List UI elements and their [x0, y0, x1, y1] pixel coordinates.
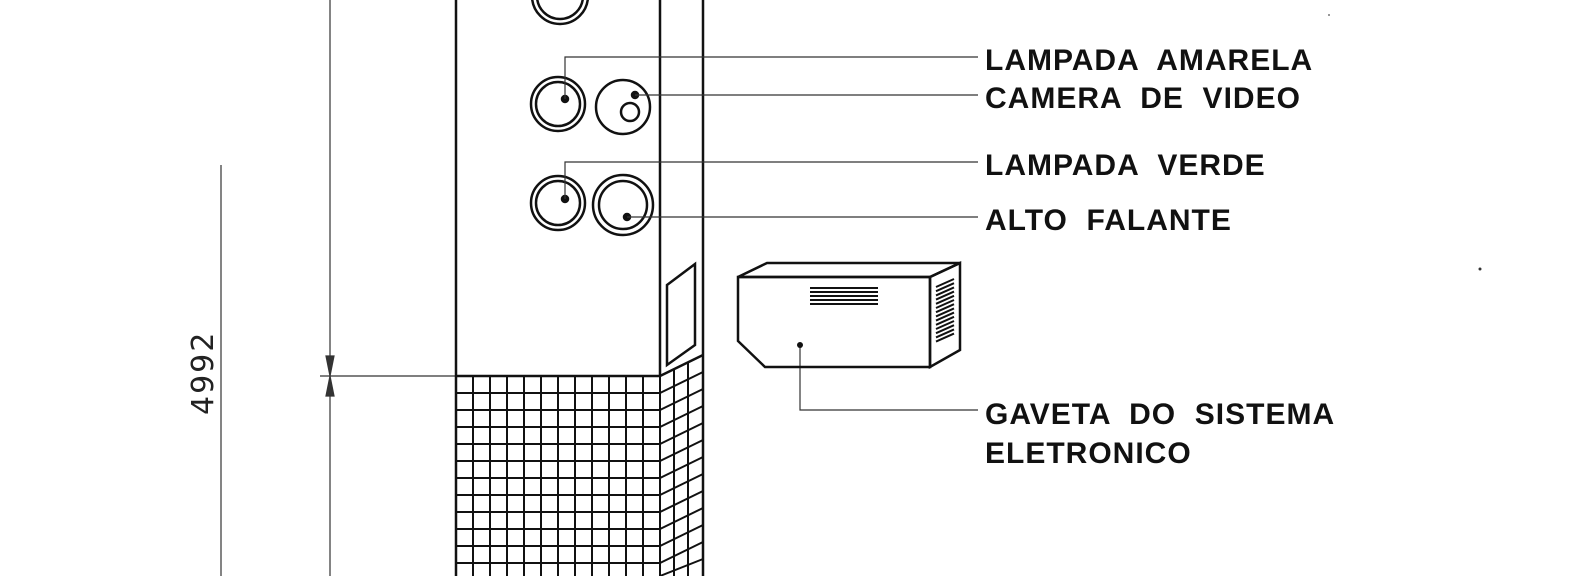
label-alto-falante: ALTO FALANTE — [985, 204, 1232, 237]
tile-grid-line — [659, 558, 704, 576]
tile-grid-line — [659, 524, 704, 547]
vent-slat — [935, 299, 955, 309]
vent-slat — [935, 278, 955, 288]
dimension-label: 4992 — [186, 331, 221, 415]
drawer-top-vent — [810, 287, 878, 305]
vent-slat — [935, 294, 955, 305]
tile-grid-line — [659, 371, 704, 394]
label-lampada-amarela: LAMPADA AMARELA — [985, 44, 1313, 77]
vent-slat — [935, 307, 955, 318]
vent-slat — [935, 311, 955, 322]
tile-grid-line — [659, 456, 704, 479]
tile-grid-line — [659, 388, 704, 411]
label-lampada-verde: LAMPADA VERDE — [985, 149, 1266, 182]
tile-grid-line — [659, 507, 704, 530]
leader-lines — [564, 56, 978, 411]
vent-slat — [935, 332, 955, 343]
vent-slat — [935, 282, 955, 293]
tile-grid-line — [659, 405, 704, 428]
label-gaveta-line1: GAVETA DO SISTEMA — [985, 398, 1335, 431]
vent-slat — [935, 286, 955, 297]
label-gaveta-line2: ELETRONICO — [985, 437, 1192, 470]
speck — [1328, 14, 1330, 16]
tiled-base — [456, 355, 704, 576]
vent-slat — [935, 324, 955, 335]
vent-slat — [935, 290, 955, 301]
vent-slat — [935, 320, 955, 330]
label-camera-de-video: CAMERA DE VIDEO — [985, 82, 1301, 115]
tile-grid-line — [659, 422, 704, 445]
drawer-side-vent — [935, 278, 955, 343]
tile-grid-line — [659, 439, 704, 462]
yellow-lamp — [529, 75, 587, 133]
vent-slat — [935, 315, 955, 326]
electronic-drawer — [736, 261, 962, 370]
top-lamp — [531, 0, 589, 26]
tile-grid-line — [659, 473, 704, 496]
dimension-lines — [220, 0, 455, 576]
speaker — [591, 173, 655, 237]
video-camera — [594, 78, 652, 136]
vent-slat — [935, 328, 955, 339]
tile-grid-line — [659, 490, 704, 513]
tile-grid-line — [659, 541, 704, 564]
drawer-marker-dot — [797, 342, 803, 348]
green-lamp — [529, 174, 587, 232]
vent-slat — [935, 303, 955, 314]
speck — [1478, 267, 1482, 271]
